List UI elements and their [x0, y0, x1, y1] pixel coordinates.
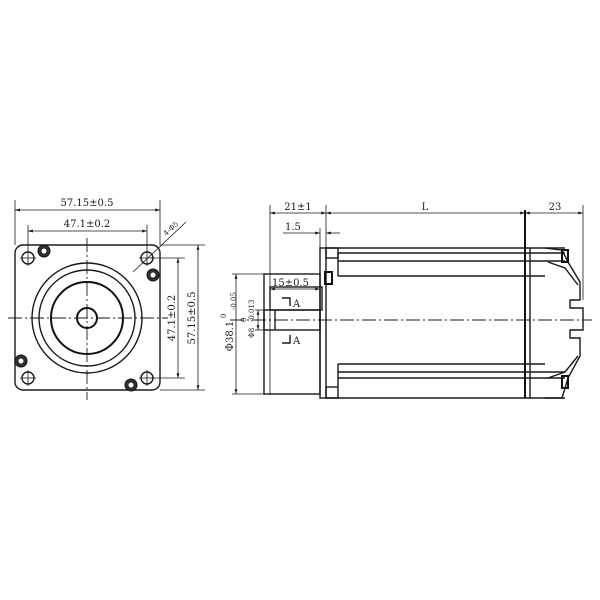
screw-icon — [14, 354, 28, 368]
dim-overall-width: 57.15±0.5 — [61, 198, 114, 209]
dim-flange-thickness: 1.5 — [285, 222, 301, 233]
flange-plate — [319, 247, 327, 399]
flange-outline — [14, 244, 161, 391]
label-mounting-holes: 4-Φ5 — [162, 220, 180, 237]
connector-tab — [324, 271, 333, 285]
dim-key-length: 15±0.5 — [272, 278, 309, 289]
dim-rear-length: 23 — [549, 202, 562, 213]
dim-body-length: L — [422, 202, 429, 213]
side-view: 21±1 1.5 L 23 15±0.5 A A Φ38.1 0 -0.05 Φ… — [220, 202, 592, 399]
screw-icon — [37, 244, 51, 258]
shaft-tol-upper: 0 — [240, 318, 248, 322]
rear-cap — [544, 247, 584, 399]
screw-icon — [124, 378, 138, 392]
shaft-tol-lower: -0.013 — [248, 300, 256, 322]
front-view: 57.15±0.5 47.1±0.2 4-Φ5 47.1±0.2 57.15±0… — [8, 198, 205, 400]
screw-icon — [146, 268, 160, 282]
dim-hole-spacing-h: 47.1±0.2 — [64, 219, 111, 230]
pilot-boss — [263, 273, 321, 395]
mounting-hole-bl — [20, 370, 36, 386]
dim-shaft-diameter: Φ8 — [248, 328, 256, 338]
dim-pilot-diameter: Φ38.1 — [225, 321, 236, 351]
section-label-bottom: A — [292, 336, 301, 347]
dim-shaft-length: 21±1 — [284, 202, 311, 213]
dim-overall-height: 57.15±0.5 — [187, 292, 198, 345]
section-label-top: A — [292, 299, 301, 310]
pilot-tol-lower: -0.05 — [230, 292, 238, 310]
pilot-tol-upper: 0 — [220, 314, 228, 318]
dim-hole-spacing-v: 47.1±0.2 — [167, 295, 178, 342]
mounting-hole-tl — [20, 250, 36, 266]
